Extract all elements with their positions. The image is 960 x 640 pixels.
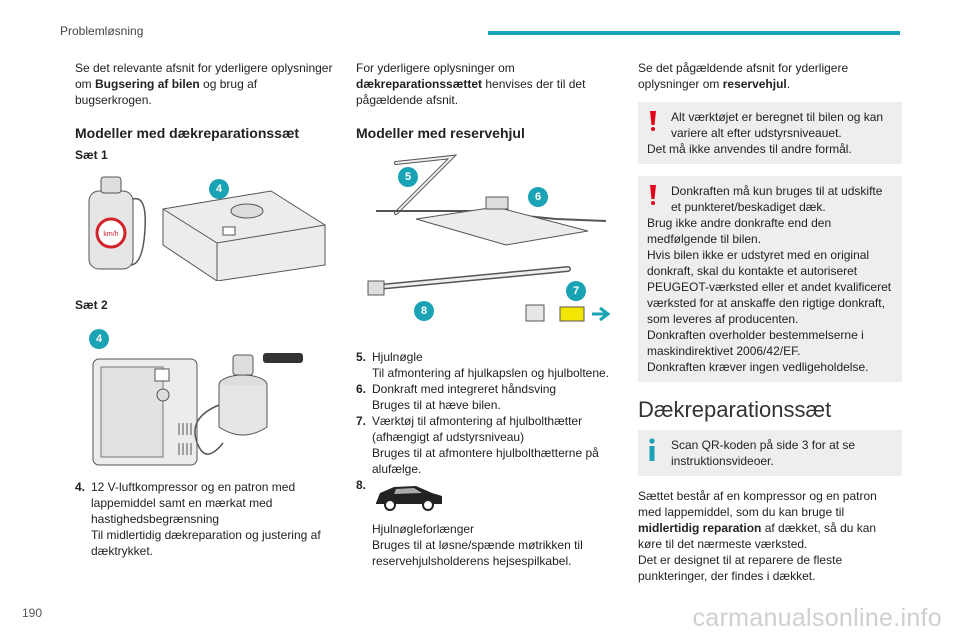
col1-intro: Se det relevante afsnit for yderligere o… [75, 61, 333, 107]
info-icon [649, 438, 655, 461]
warning-note-jack: Donkraften må kun bruges til at udskifte… [638, 176, 902, 382]
page-number: 190 [22, 606, 43, 620]
repair-kit-set2-figure: 4 [75, 319, 337, 469]
figure-badge-5: 5 [398, 167, 418, 187]
figure-badge-4-set2: 4 [89, 329, 109, 349]
repair-kit-set2-illustration [92, 353, 303, 466]
spare-wheel-tools-illustration [367, 154, 611, 322]
warning-note-tools: Alt værktøjet er beregnet til bilen og k… [638, 102, 902, 164]
header-accent-bar [488, 31, 900, 35]
site-watermark: carmanualsonline.info [692, 604, 942, 632]
col3-body-1: Sættet består af en kompressor og en pat… [638, 489, 877, 551]
figure-badge-7: 7 [566, 281, 586, 301]
legend-item-7: 7. Værktøj til afmontering af hjulbolthæ… [356, 414, 599, 476]
set1-label: Sæt 1 [75, 148, 108, 162]
section-title: Dækreparationssæt [638, 397, 832, 422]
col1-heading: Modeller med dækreparationssæt [75, 125, 300, 141]
figure-badge-4: 4 [209, 179, 229, 199]
figure-badge-8: 8 [414, 301, 434, 321]
column-2: For yderligere oplysninger om dækreparat… [356, 60, 618, 569]
warning-exclamation-icon [650, 185, 656, 205]
spare-wheel-tools-figure: 5 6 7 8 [356, 149, 618, 335]
info-note-qr: Scan QR-koden på side 3 for at se instru… [638, 430, 902, 476]
svg-text:km/h: km/h [103, 231, 118, 238]
legend-item-4: 4. 12 V-luftkompressor og en patron med … [75, 480, 321, 558]
col2-intro: For yderligere oplysninger om dækreparat… [356, 61, 586, 107]
figure-badge-6: 6 [528, 187, 548, 207]
warning-exclamation-icon [650, 111, 656, 131]
col3-intro: Se det pågældende afsnit for yderligere … [638, 61, 849, 91]
set2-label: Sæt 2 [75, 298, 108, 312]
col3-body-2: Det er designet til at reparere de flest… [638, 553, 843, 583]
column-1: Se det relevante afsnit for yderligere o… [75, 60, 337, 559]
column-3: Se det pågældende afsnit for yderligere … [638, 60, 902, 584]
repair-kit-set1-illustration: km/h [88, 176, 326, 282]
page-header-title: Problemløsning [60, 24, 144, 38]
car-silhouette-icon [376, 486, 442, 511]
col2-heading: Modeller med reservehjul [356, 125, 525, 141]
repair-kit-set1-figure: km/h 4 [75, 169, 337, 282]
